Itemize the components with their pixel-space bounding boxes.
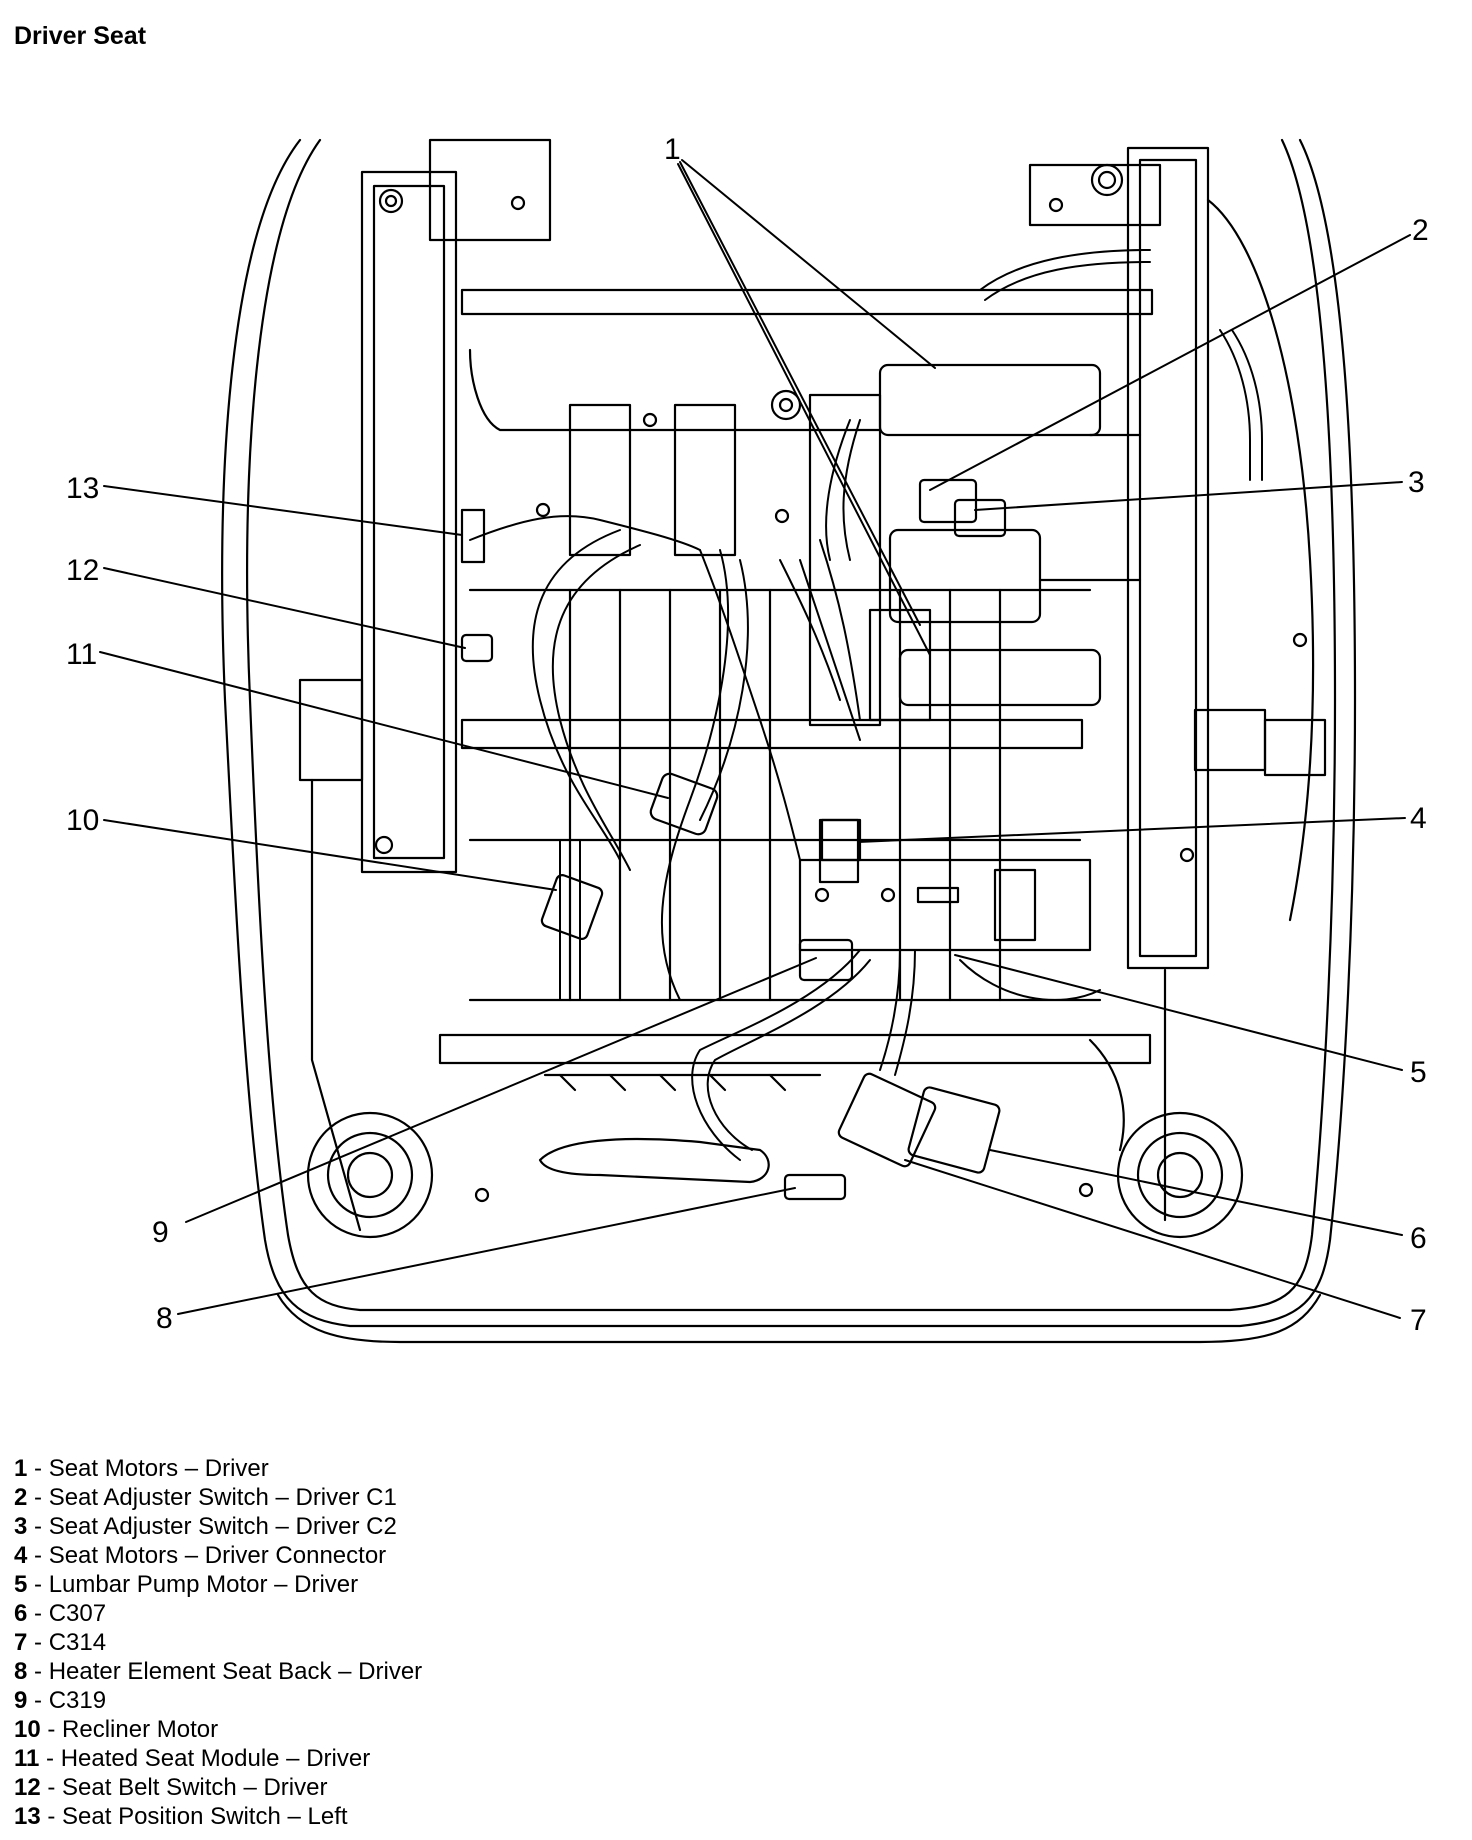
legend-item: 7 - C314: [14, 1628, 422, 1657]
legend-item: 9 - C319: [14, 1686, 422, 1715]
recliner-pivots: [306, 1038, 1244, 1239]
seat-motors: [808, 363, 1142, 727]
callout-1: 1: [664, 133, 681, 166]
lumbar-bracket: [798, 818, 1092, 952]
legend: 1 - Seat Motors – Driver 2 - Seat Adjust…: [14, 1454, 422, 1831]
callout-3: 3: [1408, 466, 1425, 499]
callout-9: 9: [152, 1216, 169, 1249]
seat-frame-crossbars: [438, 288, 1154, 1065]
legend-num: 13: [14, 1803, 41, 1830]
legend-label: Seat Position Switch – Left: [62, 1803, 348, 1830]
legend-num: 5: [14, 1571, 28, 1598]
heated-seat-module: [649, 772, 719, 836]
legend-num: 10: [14, 1716, 41, 1743]
recliner-motor-connector: [540, 874, 604, 940]
seat-adjuster-switch-c2: [953, 498, 1007, 538]
seat-shell: [221, 138, 1357, 1344]
legend-label: Seat Belt Switch – Driver: [62, 1774, 328, 1801]
legend-num: 1: [14, 1455, 28, 1482]
seat-diagram: 1 2 3 4 5 6 7 8 9 10 11 12 13: [66, 133, 1429, 1344]
legend-label: C307: [48, 1600, 107, 1627]
right-side-rail: [1028, 146, 1327, 1222]
connector-c307: [907, 1086, 1001, 1174]
legend-item: 2 - Seat Adjuster Switch – Driver C1: [14, 1483, 422, 1512]
callout-13: 13: [66, 472, 99, 505]
legend-num: 12: [14, 1774, 41, 1801]
callout-2: 2: [1412, 214, 1429, 247]
legend-sep: -: [40, 1774, 63, 1801]
callout-4: 4: [1410, 802, 1427, 835]
legend-num: 7: [14, 1629, 28, 1656]
legend-item: 11 - Heated Seat Module – Driver: [14, 1744, 422, 1773]
legend-num: 4: [14, 1542, 28, 1569]
legend-sep: -: [27, 1513, 49, 1540]
legend-num: 6: [14, 1600, 28, 1627]
legend-label: Lumbar Pump Motor – Driver: [48, 1571, 359, 1598]
callout-5: 5: [1410, 1056, 1427, 1089]
legend-label: C314: [48, 1629, 107, 1656]
legend-sep: -: [27, 1542, 49, 1569]
connector-c314: [837, 1072, 937, 1168]
legend-label: Recliner Motor: [62, 1716, 219, 1743]
legend-sep: -: [27, 1571, 49, 1598]
leader-lines: [99, 159, 1411, 1319]
legend-label: Heated Seat Module – Driver: [60, 1745, 371, 1772]
legend-item: 8 - Heater Element Seat Back – Driver: [14, 1657, 422, 1686]
legend-item: 1 - Seat Motors – Driver: [14, 1454, 422, 1483]
callout-7: 7: [1410, 1304, 1427, 1337]
legend-sep: -: [27, 1658, 49, 1685]
connector-c319: [798, 938, 854, 982]
legend-item: 13 - Seat Position Switch – Left: [14, 1802, 422, 1831]
left-side-rail: [298, 138, 552, 1232]
legend-item: 5 - Lumbar Pump Motor – Driver: [14, 1570, 422, 1599]
callout-numbers: 1 2 3 4 5 6 7 8 9 10 11 12 13: [66, 133, 1429, 1337]
callout-11: 11: [66, 638, 97, 671]
callout-6: 6: [1410, 1222, 1427, 1255]
callout-10: 10: [66, 804, 99, 837]
page-title: Driver Seat: [14, 22, 147, 50]
callout-12: 12: [66, 554, 99, 587]
legend-label: C319: [48, 1687, 107, 1714]
legend-sep: -: [27, 1455, 49, 1482]
legend-sep: -: [27, 1600, 49, 1627]
seat-motors-driver-connector: [820, 818, 862, 862]
legend-label: Seat Adjuster Switch – Driver C1: [48, 1484, 397, 1511]
legend-label: Heater Element Seat Back – Driver: [48, 1658, 423, 1685]
legend-item: 10 - Recliner Motor: [14, 1715, 422, 1744]
seat-belt-switch-connector: [460, 633, 494, 663]
connectors: [460, 478, 1007, 1201]
legend-num: 2: [14, 1484, 28, 1511]
legend-num: 9: [14, 1687, 28, 1714]
legend-label: Seat Motors – Driver Connector: [48, 1542, 387, 1569]
legend-item: 6 - C307: [14, 1599, 422, 1628]
legend-sep: -: [40, 1803, 63, 1830]
legend-item: 3 - Seat Adjuster Switch – Driver C2: [14, 1512, 422, 1541]
legend-sep: -: [27, 1629, 49, 1656]
wire-harness: [469, 249, 1263, 1161]
legend-num: 3: [14, 1513, 28, 1540]
legend-label: Seat Adjuster Switch – Driver C2: [48, 1513, 397, 1540]
legend-sep: -: [27, 1687, 49, 1714]
legend-sep: -: [27, 1484, 49, 1511]
legend-num: 11: [14, 1745, 40, 1772]
legend-item: 4 - Seat Motors – Driver Connector: [14, 1541, 422, 1570]
heater-element-connector: [783, 1173, 847, 1201]
legend-sep: -: [39, 1745, 61, 1772]
legend-num: 8: [14, 1658, 28, 1685]
legend-item: 12 - Seat Belt Switch – Driver: [14, 1773, 422, 1802]
callout-8: 8: [156, 1302, 173, 1335]
legend-label: Seat Motors – Driver: [48, 1455, 269, 1482]
legend-sep: -: [40, 1716, 63, 1743]
